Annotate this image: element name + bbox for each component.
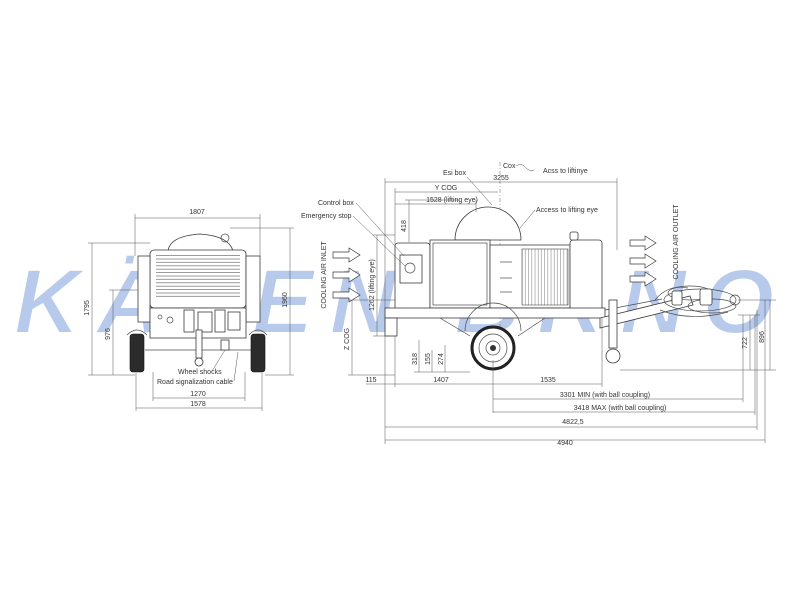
- label-cooling-air-inlet: COOLING AIR INLET: [321, 241, 328, 309]
- side-chassis-frame: [384, 307, 606, 319]
- label-access-to-lifting-eye: Access to lifting eye: [536, 207, 598, 214]
- front-view: [126, 233, 268, 373]
- dim-115: 115: [365, 377, 376, 384]
- label-acss-to-liftinye: Acss to liftinye: [543, 168, 588, 175]
- label-emergency-stop: Emergency stop: [301, 213, 352, 220]
- front-dimensions: 1807 1795 976 1960 1270 1578: [84, 209, 294, 411]
- dim-4940: 4940: [557, 440, 573, 447]
- outlet-arrow-icon: [629, 271, 657, 287]
- side-end-cabinet: [569, 239, 603, 311]
- dim-4822-5: 4822,5: [562, 419, 584, 426]
- front-callouts: Wheel shocks Road signalization cable: [157, 349, 239, 386]
- front-component: [214, 309, 226, 333]
- front-tank-top: [167, 233, 234, 252]
- front-jack: [195, 329, 203, 359]
- dim-3301-min: 3301 MIN (with ball coupling): [560, 392, 650, 399]
- dim-976: 976: [105, 328, 112, 340]
- side-door-panel: [429, 239, 491, 309]
- dim-z-cog: Z COG: [344, 328, 351, 350]
- label-cooling-air-outlet: COOLING AIR OUTLET: [673, 204, 680, 280]
- front-jockey-wheel: [194, 357, 204, 367]
- side-dimensions: 3255 Y COG 1528 (lifting eye) 418 1262 (…: [344, 175, 776, 447]
- dim-1262-lifting-eye: 1262 (lifting eye): [369, 259, 376, 311]
- front-right-wheel: [250, 333, 266, 373]
- label-esi-box: Esi box: [443, 170, 466, 177]
- cooling-air-outlet: COOLING AIR OUTLET: [629, 204, 680, 287]
- jockey-wheel: [605, 348, 621, 364]
- label-cox: Cox: [503, 163, 516, 170]
- inlet-arrow-icon: [332, 267, 361, 283]
- drawbar: [599, 295, 694, 329]
- dim-1578: 1578: [190, 401, 206, 408]
- dim-1407: 1407: [433, 377, 449, 384]
- dim-155: 155: [425, 353, 432, 365]
- dim-y-cog: Y COG: [435, 185, 457, 192]
- dim-1960: 1960: [282, 292, 289, 308]
- side-door-inner: [432, 242, 488, 306]
- side-view: [384, 162, 741, 371]
- dim-418: 418: [401, 220, 408, 232]
- front-right-fender: [248, 329, 268, 336]
- outlet-arrow-icon: [629, 235, 657, 251]
- dim-1795: 1795: [84, 300, 91, 316]
- inlet-arrow-icon: [332, 247, 361, 263]
- dim-3255: 3255: [493, 175, 509, 182]
- dim-1535: 1535: [540, 377, 556, 384]
- dim-896: 896: [759, 331, 766, 343]
- front-left-frame: [137, 255, 151, 323]
- side-wheel-center: [490, 345, 496, 351]
- side-fender: [464, 302, 522, 332]
- front-component: [197, 311, 213, 333]
- rear-step: [384, 317, 398, 337]
- wheel-chock: [220, 339, 230, 351]
- dim-722: 722: [742, 337, 749, 349]
- label-road-signalization-cable: Road signalization cable: [157, 379, 233, 386]
- inlet-arrow-icon: [332, 287, 361, 303]
- dim-1807: 1807: [189, 209, 205, 216]
- front-grille: [156, 253, 240, 299]
- dim-318: 318: [412, 353, 419, 365]
- front-component: [183, 309, 195, 333]
- dim-274: 274: [438, 353, 445, 365]
- side-callouts: Esi box Cox Acss to liftinye Access to l…: [301, 163, 598, 267]
- fan-dome: [454, 206, 522, 241]
- label-control-box: Control box: [318, 200, 354, 207]
- dim-1528-lifting-eye: 1528 (lifting eye): [426, 197, 478, 204]
- front-left-wheel: [129, 333, 145, 373]
- front-lifting-eye: [220, 233, 230, 243]
- side-wheel-hub: [485, 340, 501, 356]
- dim-1270: 1270: [190, 391, 206, 398]
- front-component: [227, 311, 241, 331]
- front-fitting: [157, 314, 163, 320]
- front-fitting: [166, 316, 174, 324]
- watermark-text: KÄTEN BRNO: [14, 251, 774, 353]
- watermark: KÄTEN BRNO: [13, 250, 775, 354]
- ball-coupling: [654, 285, 741, 317]
- label-wheel-shocks: Wheel shocks: [178, 369, 222, 376]
- outlet-arrow-icon: [629, 253, 657, 269]
- front-right-frame: [245, 255, 261, 323]
- side-vent-grille: [521, 248, 569, 306]
- side-lifting-eye: [569, 231, 579, 241]
- front-left-fender: [126, 329, 148, 336]
- control-box: [399, 254, 423, 284]
- jockey-post: [608, 299, 618, 349]
- dim-3418-max: 3418 MAX (with ball coupling): [574, 405, 667, 412]
- emergency-stop-button: [404, 262, 416, 274]
- cooling-air-inlet: COOLING AIR INLET: [321, 241, 361, 309]
